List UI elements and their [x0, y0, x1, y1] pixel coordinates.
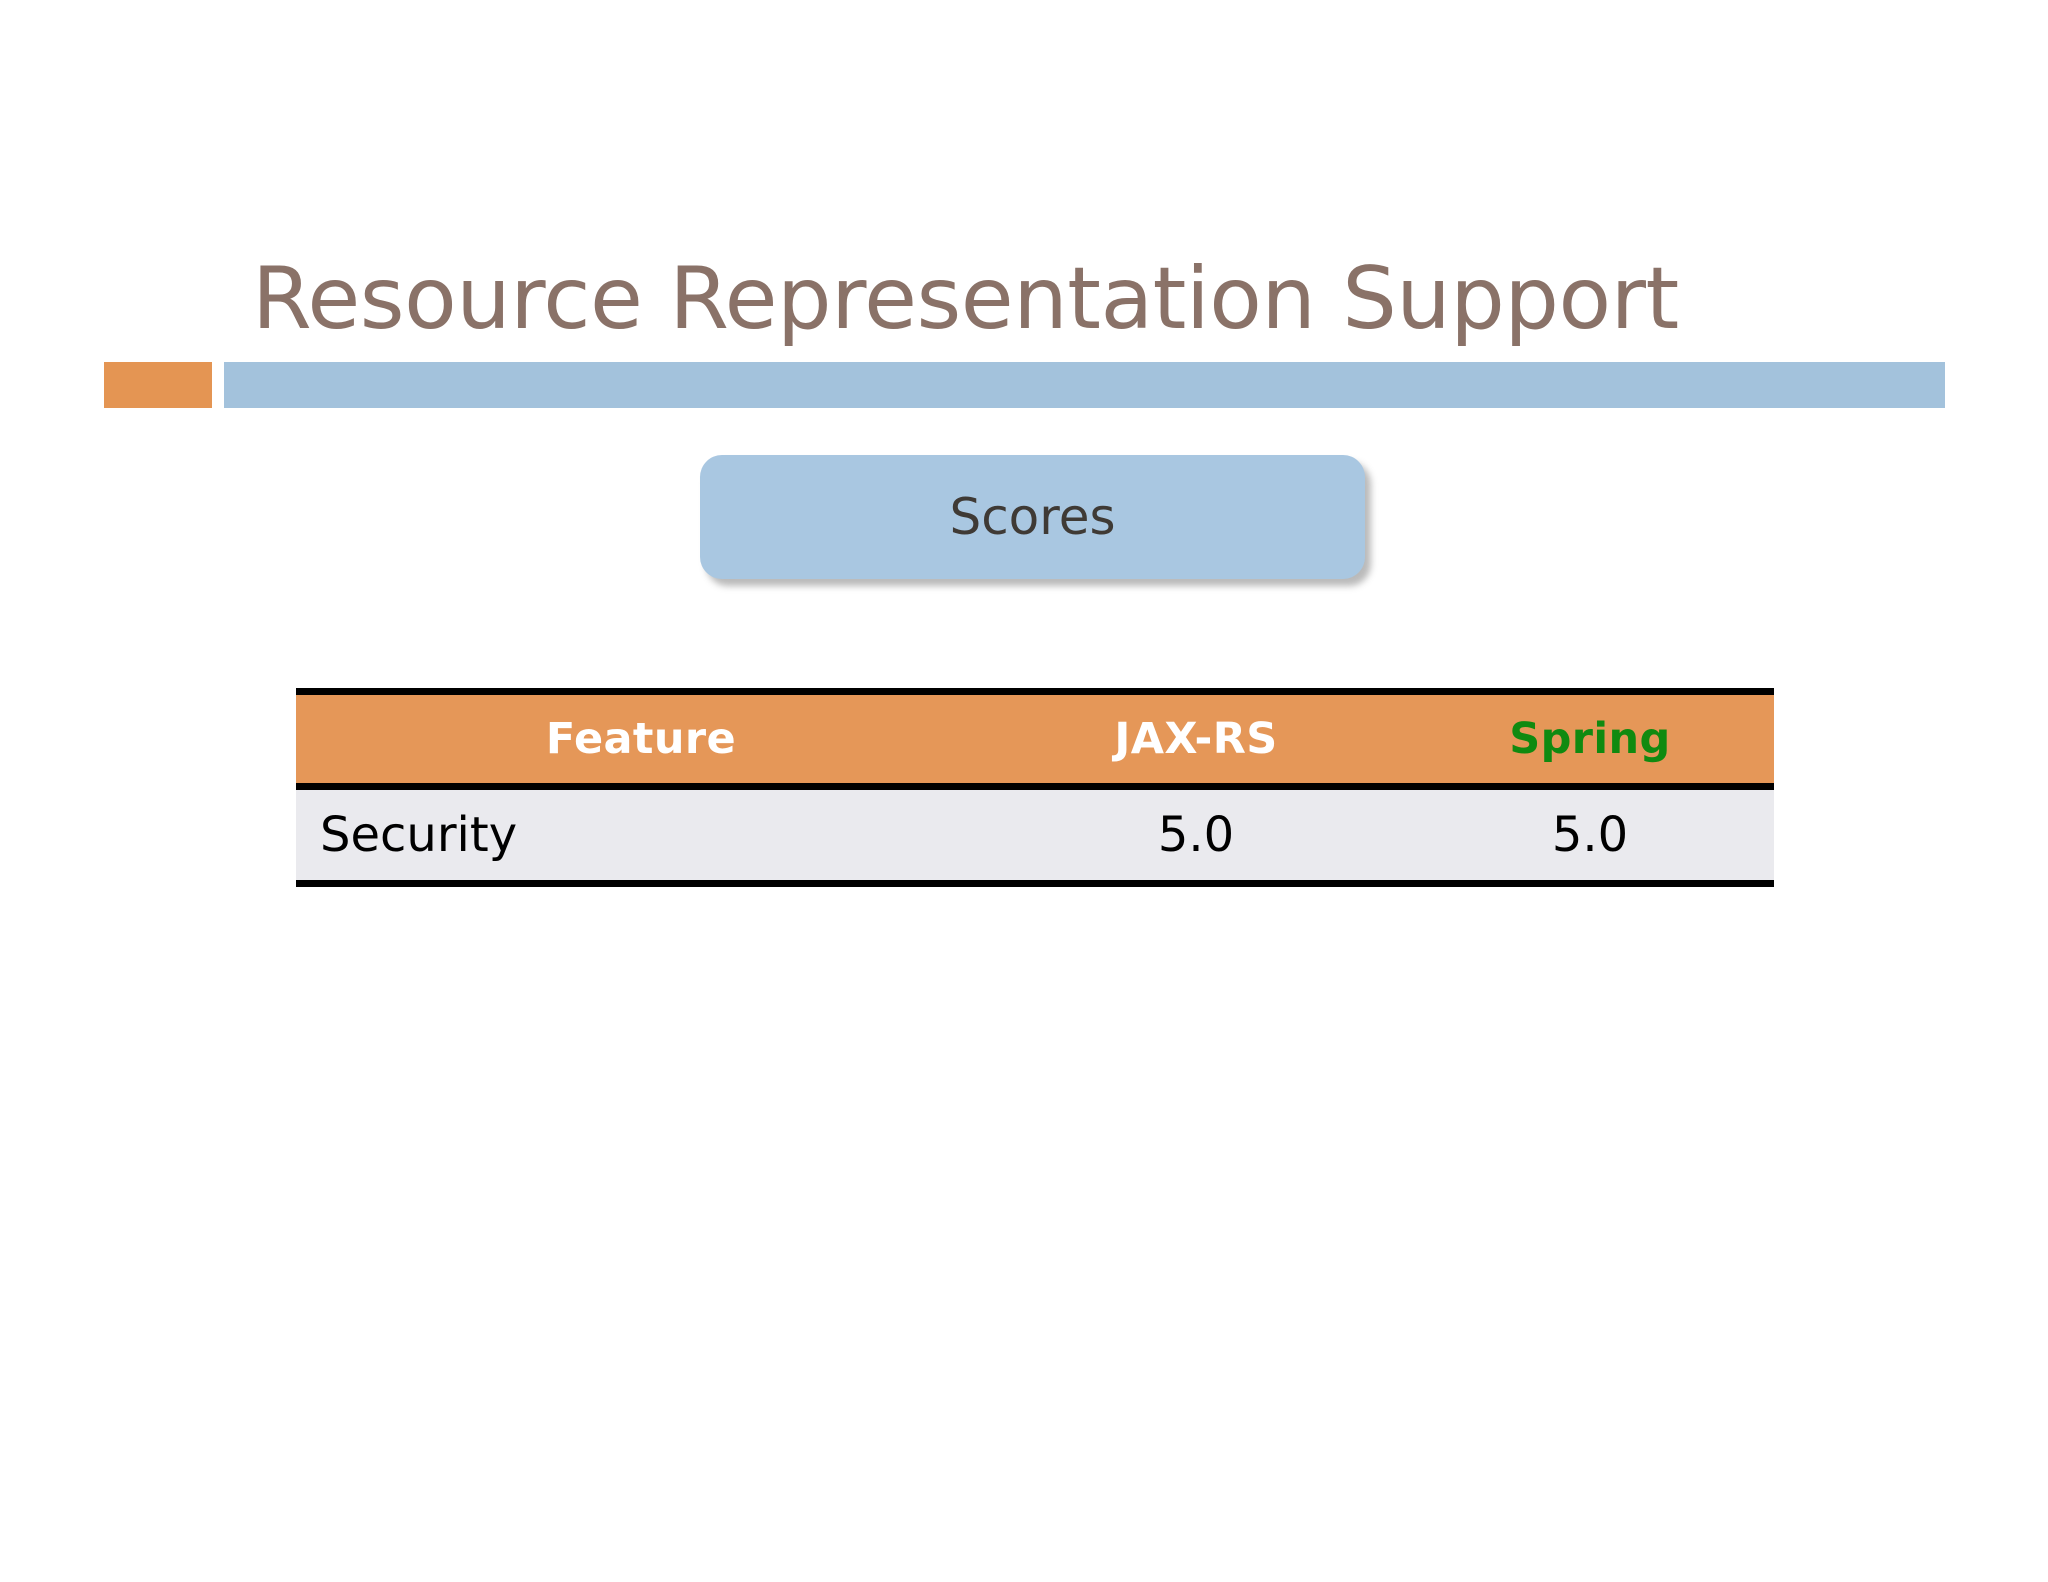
cell-jaxrs-score: 5.0: [986, 786, 1406, 887]
scores-table-body: Security 5.0 5.0: [296, 786, 1774, 887]
scores-table-header: Feature JAX-RS Spring: [296, 688, 1774, 790]
title-divider-bar: [224, 362, 1945, 408]
table-header-row: Feature JAX-RS Spring: [296, 688, 1774, 790]
title-divider-accent-block: [104, 362, 212, 408]
column-header-jaxrs: JAX-RS: [986, 688, 1406, 790]
table-row: Security 5.0 5.0: [296, 786, 1774, 887]
cell-feature-name: Security: [296, 786, 986, 887]
scores-section-label: Scores: [949, 488, 1116, 546]
scores-table-container: Feature JAX-RS Spring Security 5.0 5.0: [296, 688, 1774, 887]
scores-section-chip[interactable]: Scores: [700, 455, 1365, 579]
column-header-feature: Feature: [296, 688, 986, 790]
cell-spring-score: 5.0: [1406, 786, 1774, 887]
scores-table: Feature JAX-RS Spring Security 5.0 5.0: [296, 688, 1774, 887]
column-header-spring: Spring: [1406, 688, 1774, 790]
page-title: Resource Representation Support: [252, 248, 1679, 349]
